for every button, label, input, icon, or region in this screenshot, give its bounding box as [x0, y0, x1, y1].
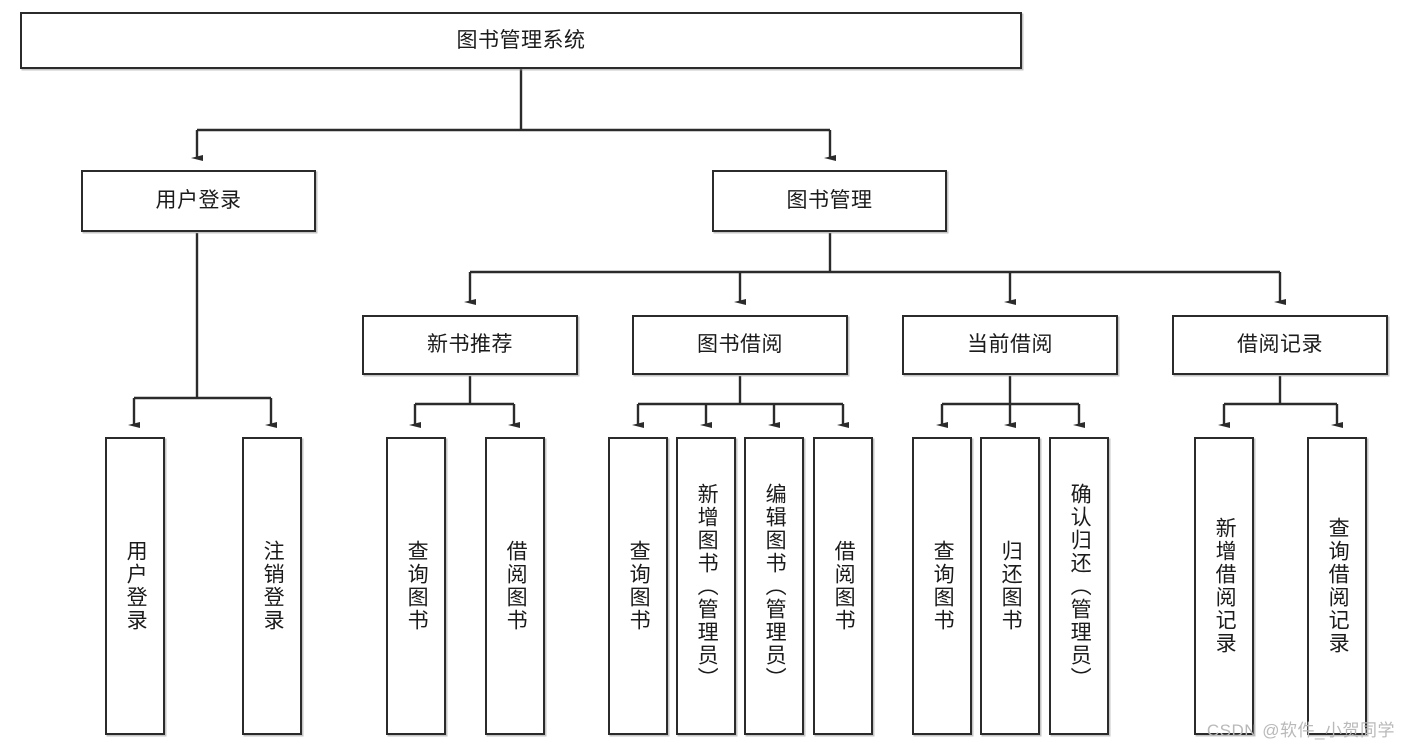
leaf-new-book-query-book[interactable]: 查询图书 [386, 437, 446, 735]
leaf-book-borrow-query-book[interactable]: 查询图书 [608, 437, 668, 735]
node-label: 当前借阅 [967, 333, 1053, 357]
node-label: 新书推荐 [427, 333, 513, 357]
leaf-book-borrow-add-book-admin[interactable]: 新增图书（管理员） [676, 437, 736, 735]
node-label: 新增借阅记录 [1213, 517, 1237, 655]
node-label: 借阅图书 [504, 540, 528, 632]
leaf-current-borrow-confirm-return-admin[interactable]: 确认归还（管理员） [1049, 437, 1109, 735]
node-label: 新增图书（管理员） [695, 482, 719, 690]
node-label: 借阅记录 [1237, 333, 1323, 357]
leaf-book-borrow-borrow-book[interactable]: 借阅图书 [813, 437, 873, 735]
node-book-borrow[interactable]: 图书借阅 [632, 315, 848, 375]
node-label: 图书管理 [786, 189, 873, 213]
node-label: 确认归还（管理员） [1068, 482, 1092, 690]
node-label: 查询借阅记录 [1326, 517, 1350, 655]
node-user-login[interactable]: 用户登录 [81, 170, 316, 232]
node-label: 注销登录 [261, 540, 285, 632]
leaf-current-borrow-query-book[interactable]: 查询图书 [912, 437, 972, 735]
node-current-borrow[interactable]: 当前借阅 [902, 315, 1118, 375]
leaf-user-login-logout[interactable]: 注销登录 [242, 437, 302, 735]
node-label: 编辑图书（管理员） [763, 482, 787, 690]
node-label: 图书管理系统 [456, 28, 586, 52]
node-label: 归还图书 [999, 540, 1023, 632]
leaf-book-borrow-edit-book-admin[interactable]: 编辑图书（管理员） [744, 437, 804, 735]
leaf-borrow-record-query-record[interactable]: 查询借阅记录 [1307, 437, 1367, 735]
leaf-user-login-login[interactable]: 用户登录 [105, 437, 165, 735]
node-new-book-recommend[interactable]: 新书推荐 [362, 315, 578, 375]
node-label: 查询图书 [627, 540, 651, 632]
node-label: 查询图书 [931, 540, 955, 632]
leaf-borrow-record-add-record[interactable]: 新增借阅记录 [1194, 437, 1254, 735]
node-borrow-record[interactable]: 借阅记录 [1172, 315, 1388, 375]
node-book-management[interactable]: 图书管理 [712, 170, 947, 232]
node-label: 借阅图书 [832, 540, 856, 632]
leaf-current-borrow-return-book[interactable]: 归还图书 [980, 437, 1040, 735]
node-label: 用户登录 [124, 540, 148, 632]
node-label: 图书借阅 [697, 333, 783, 357]
node-label: 查询图书 [405, 540, 429, 632]
node-root-book-management-system[interactable]: 图书管理系统 [20, 12, 1022, 69]
csdn-watermark: CSDN @软件_小贺同学 [1206, 721, 1395, 740]
leaf-new-book-borrow-book[interactable]: 借阅图书 [485, 437, 545, 735]
node-label: 用户登录 [155, 189, 242, 213]
